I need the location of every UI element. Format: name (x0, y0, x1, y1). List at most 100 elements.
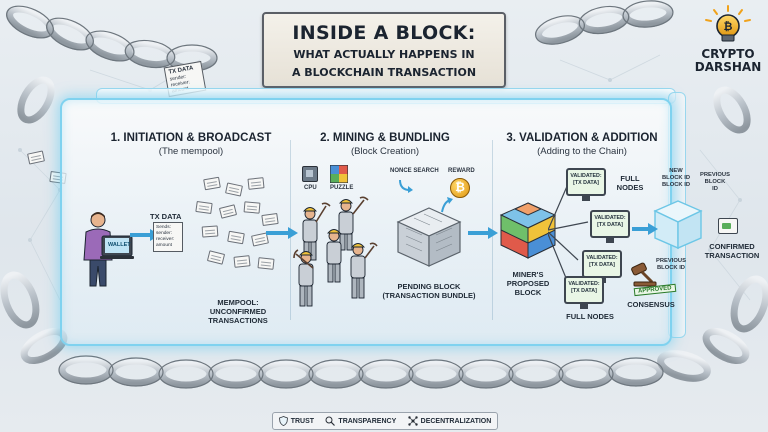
svg-text:₿: ₿ (724, 20, 733, 33)
full-node-monitor: VALIDATED: [TX DATA] (564, 276, 604, 309)
full-nodes-line: NODES (616, 183, 644, 192)
previous-block-line: BLOCK (704, 179, 726, 185)
brand-logo: ₿ CRYPTO DARSHAN (690, 4, 766, 80)
pending-block-line: PENDING BLOCK (397, 282, 461, 291)
proposed-block-line: MINER'S (512, 270, 544, 279)
mempool-label: MEMPOOL: UNCONFIRMED TRANSACTIONS (206, 298, 270, 325)
flow-arrow (632, 223, 658, 235)
mempool-label-line: TRANSACTIONS (208, 316, 268, 325)
tx-data-line: amount (156, 243, 172, 248)
validated-title: VALIDATED: (570, 173, 602, 179)
mempool-tx (247, 177, 265, 190)
bitcoin-coin-icon: ₿ (450, 178, 470, 198)
network-icon (407, 416, 418, 426)
footer-item-decentralization: DECENTRALIZATION (407, 416, 492, 426)
previous-block-line: BLOCK ID (656, 265, 685, 271)
magnifier-icon (325, 416, 336, 426)
step-3-subtitle: (Adding to the Chain) (537, 146, 627, 157)
user-with-laptop-icon (83, 212, 134, 287)
new-block-cube (653, 200, 703, 250)
page-subtitle-line: WHAT ACTUALLY HAPPENS IN (293, 48, 475, 61)
gavel-icon (631, 262, 657, 287)
new-block-label: NEW BLOCK ID BLOCK ID (662, 168, 690, 189)
page-subtitle-line: A BLOCKCHAIN TRANSACTION (291, 66, 477, 79)
mempool-tx (261, 212, 279, 227)
footer-label: DECENTRALIZATION (420, 417, 492, 425)
page-title: INSIDE A BLOCK: (292, 22, 476, 44)
validated-title: VALIDATED: (586, 255, 618, 261)
mempool-tx (201, 225, 219, 238)
node-connections (548, 183, 589, 279)
miners-icon (293, 196, 378, 307)
mempool-label-line: MEMPOOL: (217, 298, 259, 307)
nonce-search-label: NONCE SEARCH (390, 168, 439, 174)
pending-block-line: (TRANSACTION BUNDLE) (382, 291, 476, 300)
previous-block-label-top: PREVIOUS BLOCK ID (700, 172, 730, 193)
mempool-tx (233, 255, 251, 268)
proposed-block-line: PROPOSED (506, 279, 550, 288)
new-block-line: BLOCK ID (662, 175, 691, 181)
confirmed-doc-icon (718, 218, 738, 234)
wallet-label: WALLET (108, 242, 131, 248)
puzzle-icon (330, 165, 348, 183)
up-arrow-icon (441, 197, 453, 213)
flow-arrow (266, 227, 298, 239)
full-nodes-label-top: FULL NODES (612, 174, 648, 192)
tx-data-label: TX DATA (150, 212, 182, 221)
step-1-subtitle: (The mempool) (158, 146, 224, 157)
tx-data-paper: Sends: sender: receiver: amount (153, 222, 183, 252)
footer-label: TRUST (290, 417, 315, 425)
full-nodes-label-bottom: FULL NODES (566, 312, 614, 321)
shield-icon (278, 416, 288, 426)
proposed-block-cube (499, 202, 557, 259)
new-block-line: BLOCK ID (662, 182, 691, 188)
mempool-tx (243, 201, 261, 214)
pending-block-label: PENDING BLOCK (TRANSACTION BUNDLE) (382, 282, 476, 300)
validated-title: VALIDATED: (568, 281, 600, 287)
consensus-label: CONSENSUS (627, 300, 675, 309)
mempool-tx (195, 200, 213, 215)
validated-title: VALIDATED: (594, 215, 626, 221)
footer-values-bar: TRUST TRANSPARENCY DECENTRALIZATION (272, 412, 498, 430)
tx-data-line: sender: (156, 231, 172, 236)
title-banner: INSIDE A BLOCK: WHAT ACTUALLY HAPPENS IN… (262, 12, 506, 88)
flow-arrow (468, 227, 498, 239)
cpu-label: CPU (304, 185, 317, 191)
validated-body: [TX DATA] (597, 222, 623, 228)
validated-body: [TX DATA] (571, 288, 597, 294)
confirmed-transaction-label: CONFIRMED TRANSACTION (702, 242, 762, 260)
puzzle-label: PUZZLE (330, 185, 354, 191)
footer-item-trust: TRUST (278, 416, 315, 426)
footer-label: TRANSPARENCY (338, 417, 397, 425)
footer-item-transparency: TRANSPARENCY (325, 416, 396, 426)
tx-data-line: receiver: (156, 237, 175, 242)
lightbulb-icon: ₿ (705, 5, 751, 42)
validated-body: [TX DATA] (573, 180, 599, 186)
pending-block-cube (396, 207, 462, 267)
brand-line2: DARSHAN (694, 60, 762, 74)
mempool-tx (257, 257, 275, 270)
mempool-label-line: UNCONFIRMED (209, 307, 267, 316)
step-2-subtitle: (Block Creation) (350, 146, 420, 157)
full-nodes-line: FULL (620, 174, 640, 183)
curved-arrow-icon (399, 179, 413, 193)
full-node-monitor: VALIDATED: [TX DATA] (566, 168, 606, 201)
proposed-block-line: BLOCK (514, 288, 542, 297)
reward-label: REWARD (448, 168, 475, 174)
validated-body: [TX DATA] (589, 262, 615, 268)
step-2-title: 2. MINING & BUNDLING (320, 132, 450, 144)
step-3-title: 3. VALIDATION & ADDITION (506, 132, 658, 144)
confirmed-line: CONFIRMED (709, 242, 755, 251)
previous-block-line: PREVIOUS (700, 172, 730, 178)
cpu-icon (302, 166, 318, 182)
full-node-monitor: VALIDATED: [TX DATA] (590, 210, 630, 243)
proposed-block-label: MINER'S PROPOSED BLOCK (496, 270, 560, 297)
step-1-title: 1. INITIATION & BROADCAST (110, 132, 272, 144)
brand-line1: CRYPTO (701, 47, 755, 61)
previous-block-line: PREVIOUS (656, 258, 686, 264)
confirmed-line: TRANSACTION (704, 251, 760, 260)
previous-block-label-bottom: PREVIOUS BLOCK ID (656, 258, 686, 272)
new-block-line: NEW (669, 168, 683, 174)
full-node-monitor: VALIDATED: [TX DATA] (582, 250, 622, 283)
tx-data-line: Sends: (156, 225, 171, 230)
